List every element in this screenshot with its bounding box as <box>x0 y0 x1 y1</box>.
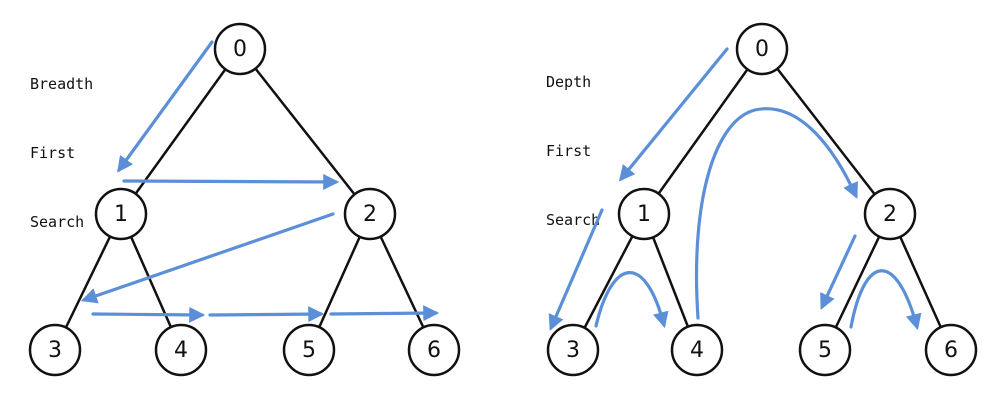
dfs-arrow-6 <box>849 269 922 331</box>
dfs-node-2 <box>863 187 917 241</box>
dfs-arrow-3 <box>594 271 669 329</box>
bfs-node-5 <box>282 323 336 377</box>
bfs-node-6 <box>407 323 461 377</box>
bfs-node-label-2: 2 <box>363 202 377 227</box>
dfs-node-1 <box>617 187 671 241</box>
tree-edges <box>53 48 953 351</box>
bfs-node-label-6: 6 <box>427 338 441 363</box>
bfs-edge-0-2 <box>239 48 371 215</box>
dfs-caption-line-3: Search <box>546 211 601 229</box>
dfs-node-label-5: 5 <box>818 338 832 363</box>
dfs-node-label-3: 3 <box>566 338 580 363</box>
dfs-node-label-1: 1 <box>637 202 651 227</box>
dfs-node-label-0: 0 <box>755 37 769 62</box>
dfs-node-5 <box>798 323 852 377</box>
dfs-node-label-2: 2 <box>883 202 897 227</box>
dfs-node-0 <box>735 22 789 76</box>
bfs-caption-line-2: First <box>30 144 76 162</box>
bfs-node-2 <box>343 187 397 241</box>
dfs-node-6 <box>924 323 978 377</box>
bfs-arrow-3 <box>80 212 335 304</box>
bfs-edge-0-1 <box>119 48 242 215</box>
bfs-node-label-1: 1 <box>114 202 128 227</box>
dfs-node-label-4: 4 <box>690 338 704 363</box>
dfs-edge-0-1 <box>642 48 764 215</box>
bfs-caption-line-3: Search <box>30 213 85 231</box>
bfs-arrow-1 <box>117 40 214 173</box>
bfs-node-3 <box>28 323 82 377</box>
dfs-node-4 <box>670 323 724 377</box>
dfs-caption: Depth First Search <box>546 25 600 278</box>
bfs-node-label-5: 5 <box>302 338 316 363</box>
dfs-edge-0-2 <box>761 48 891 215</box>
bfs-node-label-4: 4 <box>174 338 188 363</box>
bfs-node-label-3: 3 <box>48 338 62 363</box>
bfs-caption: Breadth First Search <box>30 27 93 280</box>
dfs-arrow-4 <box>694 107 858 320</box>
bfs-node-0 <box>213 22 267 76</box>
traversal-arrows <box>80 40 922 331</box>
bfs-caption-line-1: Breadth <box>30 75 94 93</box>
dfs-node-3 <box>546 323 600 377</box>
bfs-node-1 <box>94 187 148 241</box>
bfs-arrow-4 <box>91 306 206 323</box>
dfs-arrow-5 <box>820 234 857 310</box>
bfs-node-label-0: 0 <box>233 37 247 62</box>
tree-nodes: 0 1 2 3 4 5 6 0 1 2 3 4 5 6 <box>28 22 978 377</box>
dfs-arrow-2 <box>548 208 604 331</box>
bfs-arrow-6 <box>329 305 440 322</box>
dfs-node-label-6: 6 <box>944 338 958 363</box>
dfs-arrow-1 <box>618 47 729 182</box>
bfs-arrow-5 <box>208 306 325 323</box>
dfs-caption-line-2: First <box>546 142 592 160</box>
dfs-caption-line-1: Depth <box>546 73 592 91</box>
bfs-arrow-2 <box>122 173 340 190</box>
bfs-node-4 <box>154 323 208 377</box>
